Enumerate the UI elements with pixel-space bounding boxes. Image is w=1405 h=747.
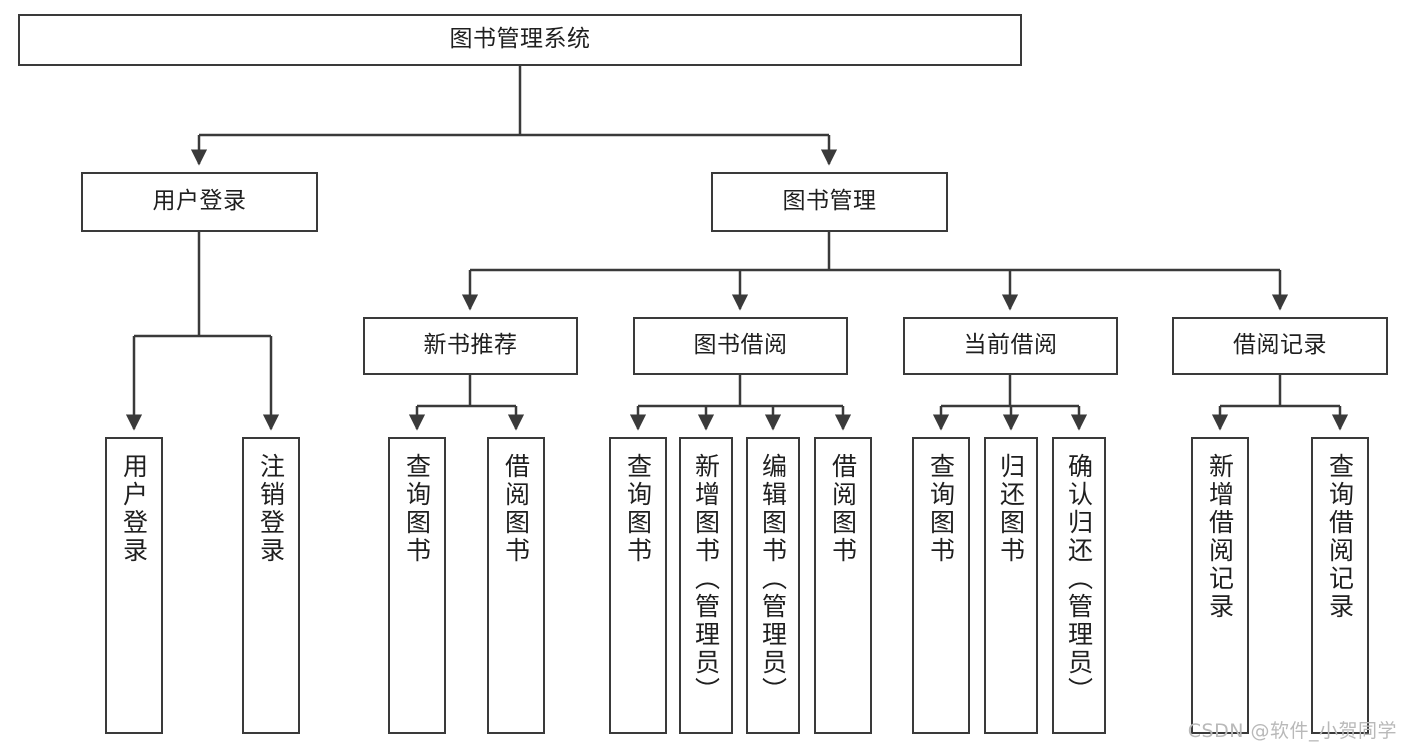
node-leaf-logout-login-label: 注销登录 bbox=[256, 453, 286, 565]
node-leaf-user-login[interactable]: 用户登录 bbox=[105, 437, 163, 734]
node-root-label: 图书管理系统 bbox=[449, 26, 591, 53]
node-leaf-borrow-book-2[interactable]: 借阅图书 bbox=[814, 437, 872, 734]
node-leaf-confirm-return[interactable]: 确认归还（管理员） bbox=[1052, 437, 1106, 734]
node-leaf-query-book-2-label: 查询图书 bbox=[623, 453, 653, 565]
node-leaf-confirm-return-label: 确认归还（管理员） bbox=[1064, 453, 1094, 705]
node-leaf-query-book-1[interactable]: 查询图书 bbox=[388, 437, 446, 734]
node-leaf-return-book-label: 归还图书 bbox=[996, 453, 1026, 565]
node-borrow-record[interactable]: 借阅记录 bbox=[1172, 317, 1388, 375]
node-leaf-add-book[interactable]: 新增图书（管理员） bbox=[679, 437, 733, 734]
node-leaf-add-borrow-record-label: 新增借阅记录 bbox=[1205, 453, 1235, 621]
node-leaf-add-book-label: 新增图书（管理员） bbox=[691, 453, 721, 705]
node-leaf-query-book-3-label: 查询图书 bbox=[926, 453, 956, 565]
node-leaf-query-book-1-label: 查询图书 bbox=[402, 453, 432, 565]
node-leaf-return-book[interactable]: 归还图书 bbox=[984, 437, 1038, 734]
node-leaf-borrow-book-1[interactable]: 借阅图书 bbox=[487, 437, 545, 734]
node-current-borrow[interactable]: 当前借阅 bbox=[903, 317, 1118, 375]
node-book-manage[interactable]: 图书管理 bbox=[711, 172, 948, 232]
node-book-borrow-label: 图书借阅 bbox=[693, 332, 788, 359]
node-borrow-record-label: 借阅记录 bbox=[1233, 332, 1327, 359]
node-book-manage-label: 图书管理 bbox=[782, 188, 877, 215]
node-user-login-label: 用户登录 bbox=[152, 188, 247, 215]
node-leaf-user-login-label: 用户登录 bbox=[119, 453, 149, 565]
node-leaf-query-borrow-record-label: 查询借阅记录 bbox=[1325, 453, 1355, 621]
node-new-book-recommend-label: 新书推荐 bbox=[423, 332, 518, 359]
node-current-borrow-label: 当前借阅 bbox=[963, 332, 1058, 359]
node-leaf-query-book-3[interactable]: 查询图书 bbox=[912, 437, 970, 734]
node-leaf-logout-login[interactable]: 注销登录 bbox=[242, 437, 300, 734]
node-leaf-borrow-book-2-label: 借阅图书 bbox=[828, 453, 858, 565]
node-book-borrow[interactable]: 图书借阅 bbox=[633, 317, 848, 375]
node-leaf-query-book-2[interactable]: 查询图书 bbox=[609, 437, 667, 734]
csdn-watermark: CSDN @软件_小贺同学 bbox=[1187, 720, 1397, 742]
node-leaf-edit-book-label: 编辑图书（管理员） bbox=[758, 453, 788, 705]
node-leaf-edit-book[interactable]: 编辑图书（管理员） bbox=[746, 437, 800, 734]
node-new-book-recommend[interactable]: 新书推荐 bbox=[363, 317, 578, 375]
node-leaf-add-borrow-record[interactable]: 新增借阅记录 bbox=[1191, 437, 1249, 734]
node-leaf-query-borrow-record[interactable]: 查询借阅记录 bbox=[1311, 437, 1369, 734]
node-user-login[interactable]: 用户登录 bbox=[81, 172, 318, 232]
node-root-library-system[interactable]: 图书管理系统 bbox=[18, 14, 1022, 66]
node-leaf-borrow-book-1-label: 借阅图书 bbox=[501, 453, 531, 565]
